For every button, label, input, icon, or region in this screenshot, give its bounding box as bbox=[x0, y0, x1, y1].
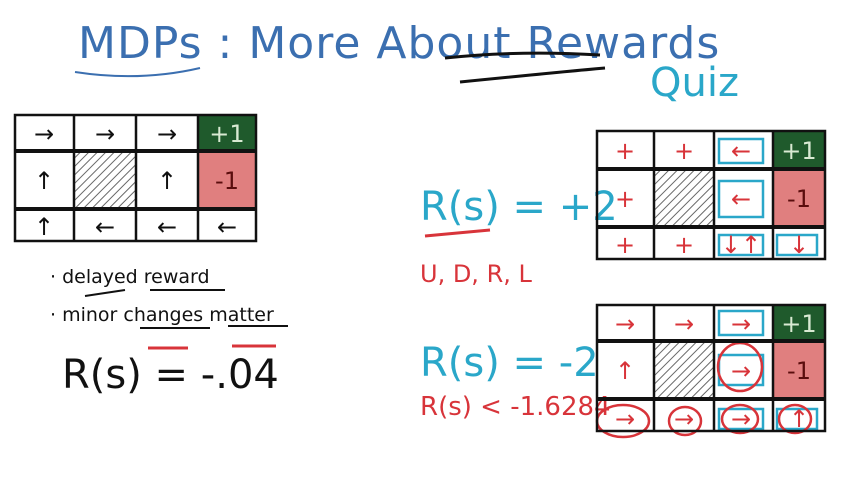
quiz1-grid-cell-1-2: ← bbox=[731, 185, 751, 213]
quiz1-answer-key: U, D, R, L bbox=[420, 260, 532, 288]
page-title: MDPs : More About Rewards bbox=[78, 18, 721, 69]
quiz2-grid-cell-2-3: ↑ bbox=[789, 405, 809, 433]
left-grid-cell-2-3: ← bbox=[217, 213, 237, 241]
left-grid-cell-2-2: ← bbox=[157, 213, 177, 241]
quiz1-grid-cell-2-3: ↓ bbox=[789, 231, 809, 259]
left-grid-cell-0-3: +1 bbox=[209, 120, 244, 148]
quiz2-grid: → → → +1 ↑ → -1 → → → ↑ bbox=[595, 303, 827, 439]
quiz2-grid-cell-0-0: → bbox=[615, 310, 635, 338]
note-delayed-reward: · delayed reward bbox=[50, 266, 210, 288]
left-grid-cell-1-2: ↑ bbox=[157, 167, 177, 195]
title-underline-2 bbox=[444, 51, 601, 60]
left-grid: → → → +1 ↑ ↑ -1 ↑ ← ← ← bbox=[13, 113, 258, 243]
left-reward-formula: R(s) = -.04 bbox=[62, 352, 279, 398]
quiz2-reward-formula: R(s) = -2 bbox=[420, 340, 599, 386]
quiz1-grid: + + ← +1 + ← -1 + + ↓↑ ↓ bbox=[595, 129, 827, 261]
note-underline-delayed bbox=[84, 289, 126, 297]
quiz1-grid-cell-2-2: ↓↑ bbox=[721, 231, 761, 259]
left-grid-cell-0-0: → bbox=[34, 120, 54, 148]
left-grid-cell-2-0: ↑ bbox=[34, 213, 54, 241]
quiz2-grid-cell-2-2: → bbox=[731, 405, 751, 433]
left-grid-cell-0-1: → bbox=[95, 120, 115, 148]
quiz2-grid-cell-2-0: → bbox=[615, 405, 635, 433]
quiz2-grid-cell-0-1: → bbox=[674, 310, 694, 338]
quiz2-grid-cell-1-3: -1 bbox=[787, 357, 811, 385]
left-grid-cell-1-0: ↑ bbox=[34, 167, 54, 195]
quiz1-grid-cell-2-0: + bbox=[615, 231, 635, 259]
quiz2-bound: R(s) < -1.6284 bbox=[420, 392, 611, 422]
quiz-label: Quiz bbox=[650, 60, 739, 106]
quiz1-grid-cell-0-3: +1 bbox=[781, 137, 816, 165]
quiz2-grid-cell-0-3: +1 bbox=[781, 310, 816, 338]
quiz1-grid-cell-0-1: + bbox=[674, 137, 694, 165]
quiz2-grid-cell-1-2: → bbox=[731, 357, 751, 385]
left-grid-cell-2-1: ← bbox=[95, 213, 115, 241]
quiz1-red-underline bbox=[424, 228, 491, 238]
title-underline-3 bbox=[459, 66, 606, 84]
quiz1-grid-cell-2-1: + bbox=[674, 231, 694, 259]
quiz1-grid-cell-1-3: -1 bbox=[787, 185, 811, 213]
quiz2-grid-cell-1-0: ↑ bbox=[615, 357, 635, 385]
quiz1-grid-cell-0-0: + bbox=[615, 137, 635, 165]
quiz1-reward-formula: R(s) = +2 bbox=[420, 184, 618, 230]
left-grid-cell-1-3: -1 bbox=[215, 167, 239, 195]
title-underline-1 bbox=[74, 67, 201, 78]
note-minor-changes: · minor changes matter bbox=[50, 304, 274, 326]
left-grid-cell-0-2: → bbox=[157, 120, 177, 148]
quiz2-grid-cell-2-1: → bbox=[674, 405, 694, 433]
quiz1-grid-cell-1-0: + bbox=[615, 185, 635, 213]
quiz2-grid-cell-0-2: → bbox=[731, 310, 751, 338]
quiz1-grid-cell-0-2: ← bbox=[731, 137, 751, 165]
